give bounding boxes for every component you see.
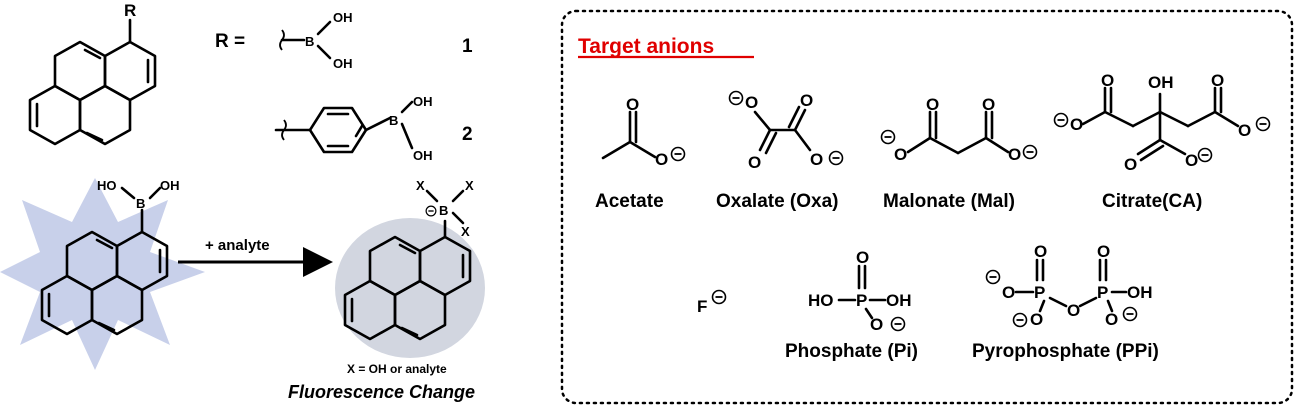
oh-label: OH bbox=[333, 56, 353, 71]
arrow-label: + analyte bbox=[205, 237, 270, 254]
oxygen-label: O bbox=[810, 150, 823, 169]
oxygen-label: O bbox=[800, 91, 813, 110]
target-anions-panel bbox=[560, 9, 1294, 405]
oh-label: OH bbox=[413, 94, 433, 109]
x-label: X bbox=[465, 178, 474, 193]
oxygen-label: O bbox=[748, 153, 761, 172]
r-label: R bbox=[124, 1, 136, 20]
malonate-label: Malonate (Mal) bbox=[883, 191, 1015, 212]
ho-label: HO bbox=[808, 291, 834, 310]
oxygen-label: O bbox=[1211, 71, 1224, 90]
oxygen-label: O bbox=[1067, 301, 1080, 320]
hydroxyl-label: OH bbox=[886, 291, 912, 310]
ho-label: HO bbox=[97, 178, 117, 193]
compound-1-label: 1 bbox=[462, 36, 473, 57]
oxygen-label: O bbox=[1097, 242, 1110, 261]
acetate-label: Acetate bbox=[595, 191, 664, 212]
hydroxyl-label: OH bbox=[1148, 73, 1174, 92]
reaction-arrow: + analyte bbox=[178, 237, 333, 277]
fluoride-structure: F bbox=[697, 289, 727, 316]
oh-label: OH bbox=[413, 148, 433, 163]
fluorine-label: F bbox=[697, 297, 707, 316]
pyrophosphate-label: Pyrophosphate (PPi) bbox=[972, 341, 1159, 362]
citrate-label: Citrate(CA) bbox=[1102, 191, 1202, 212]
x-label: X bbox=[461, 224, 470, 239]
x-label: X bbox=[416, 178, 425, 193]
boron-label: B bbox=[439, 203, 448, 218]
r-equals-label: R = bbox=[215, 31, 245, 52]
pyrene-boronic-acid-structure: B HO OH bbox=[40, 178, 180, 336]
oxygen-label: O bbox=[894, 145, 907, 164]
oxygen-label: O bbox=[1070, 115, 1083, 134]
pyrene-r-structure: R bbox=[28, 1, 157, 146]
fluorescence-change-caption: Fluorescence Change bbox=[288, 382, 475, 402]
x-definition: X = OH or analyte bbox=[347, 362, 447, 376]
citrate-structure: O O OH O O O O Citrate(CA) bbox=[1053, 71, 1271, 212]
boron-label: B bbox=[305, 34, 314, 49]
phosphorus-label: P bbox=[1097, 283, 1108, 302]
oxygen-label: O bbox=[870, 315, 883, 334]
oh-label: OH bbox=[160, 178, 180, 193]
oxygen-label: O bbox=[1030, 310, 1043, 329]
fluorescence-burst-shape bbox=[0, 178, 205, 370]
phosphate-structure: HO P O OH O Phosphate (Pi) bbox=[785, 248, 918, 362]
oxygen-label: O bbox=[1008, 145, 1021, 164]
boron-label: B bbox=[389, 113, 398, 128]
acetate-structure: O O Acetate bbox=[595, 95, 686, 212]
oxygen-label: O bbox=[1034, 242, 1047, 261]
oxygen-label: O bbox=[1238, 121, 1251, 140]
compound-2-label: 2 bbox=[462, 124, 473, 145]
hydroxyl-label: OH bbox=[1127, 283, 1153, 302]
r-group-definitions: R = B OH OH 1 B OH OH 2 bbox=[215, 10, 473, 163]
pyrene-boronate-structure: B X X X bbox=[343, 178, 474, 341]
oxygen-label: O bbox=[926, 95, 939, 114]
phosphate-label: Phosphate (Pi) bbox=[785, 341, 918, 362]
oxygen-label: O bbox=[745, 93, 758, 112]
oxygen-label: O bbox=[655, 150, 668, 169]
oxalate-label: Oxalate (Oxa) bbox=[716, 191, 839, 212]
oxygen-label: O bbox=[1185, 151, 1198, 170]
pyrophosphate-structure: O P O O O P O OH O Pyrophosphate (PPi) bbox=[972, 242, 1159, 362]
oxygen-label: O bbox=[1002, 283, 1015, 302]
oxygen-label: O bbox=[856, 248, 869, 267]
oxygen-label: O bbox=[1105, 310, 1118, 329]
phosphorus-label: P bbox=[1034, 283, 1045, 302]
oxygen-label: O bbox=[1124, 155, 1137, 174]
malonate-structure: O O O O Malonate (Mal) bbox=[880, 95, 1038, 212]
oh-label: OH bbox=[333, 10, 353, 25]
target-anions-title: Target anions bbox=[578, 35, 714, 58]
oxalate-structure: O O O O Oxalate (Oxa) bbox=[716, 90, 844, 212]
boron-label: B bbox=[136, 196, 145, 211]
oxygen-label: O bbox=[982, 95, 995, 114]
oxygen-label: O bbox=[1101, 71, 1114, 90]
oxygen-label: O bbox=[626, 95, 639, 114]
phosphorus-label: P bbox=[856, 291, 867, 310]
